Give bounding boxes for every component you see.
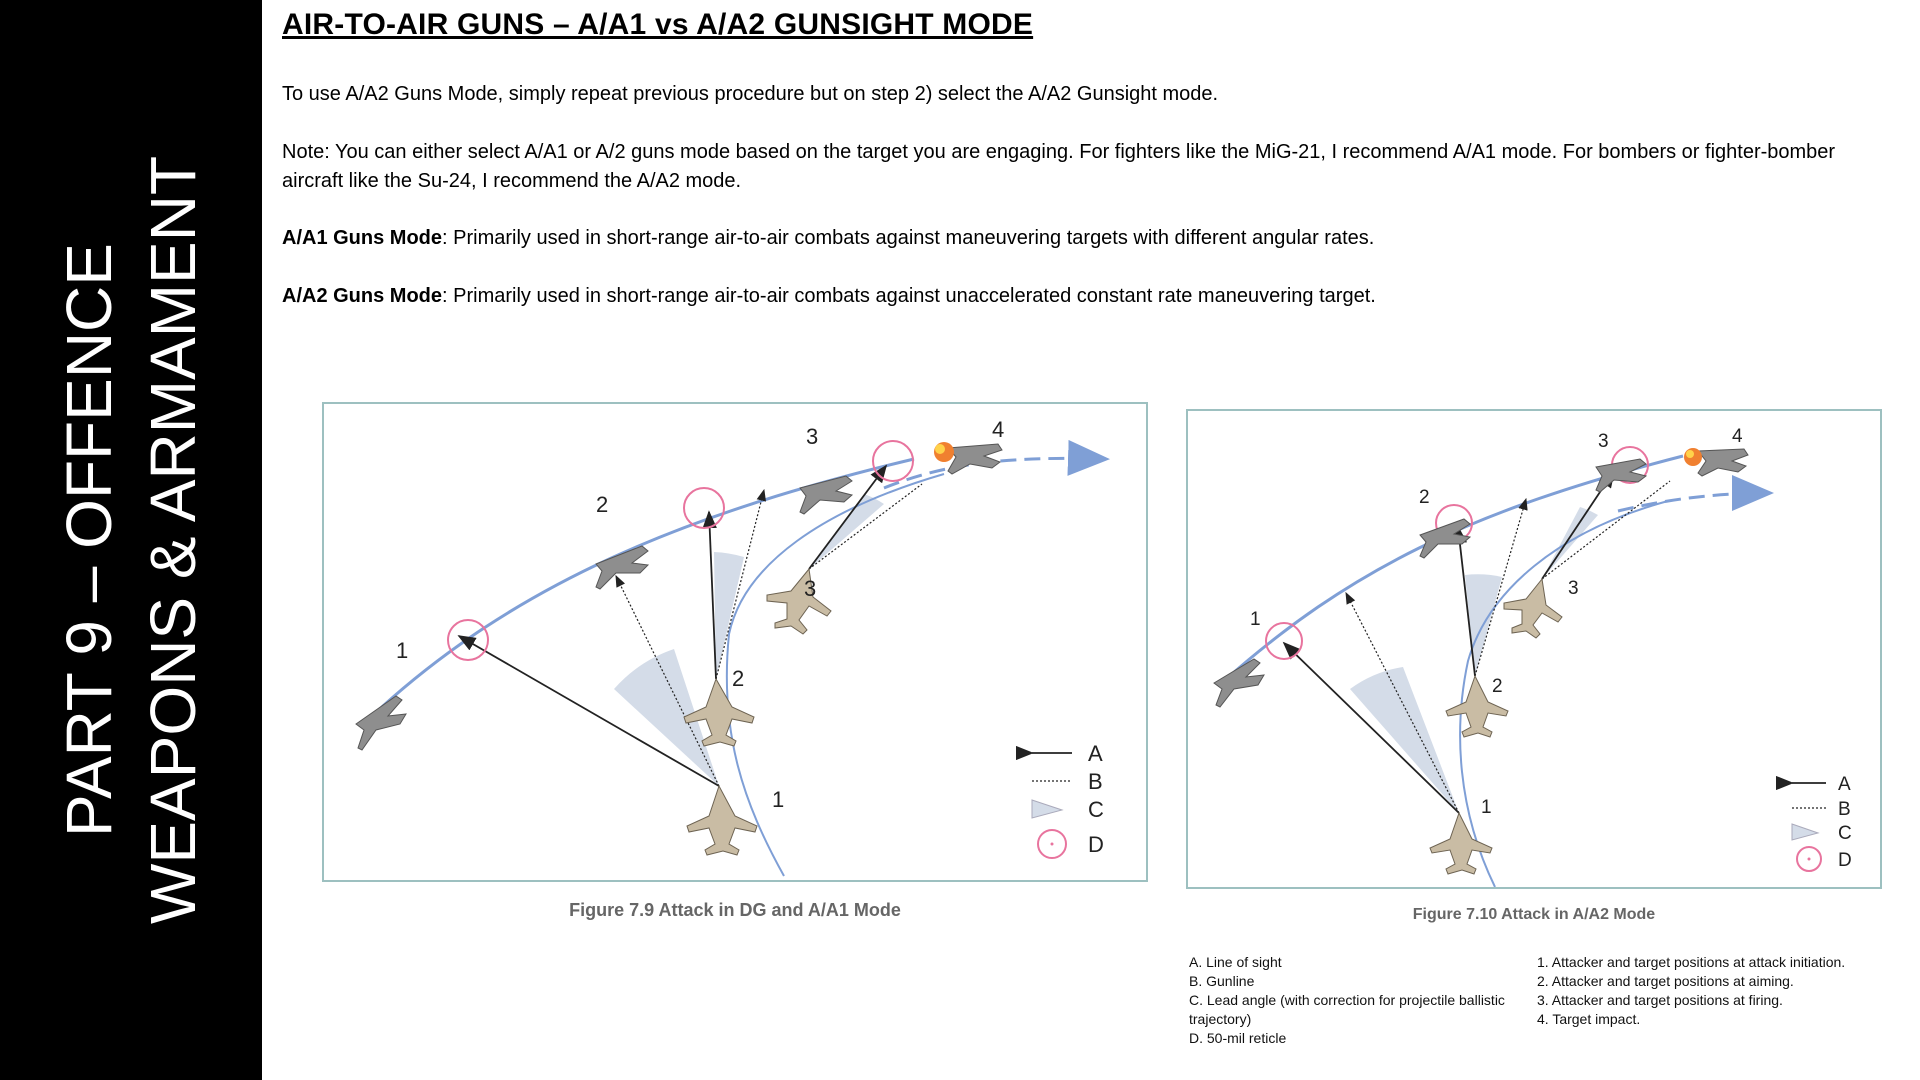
target-aircraft-icon — [1419, 518, 1472, 559]
reticle — [683, 487, 725, 529]
target-label: 2 — [1419, 487, 1430, 508]
target-label: 3 — [1598, 431, 1609, 452]
figure-7-10-legend: A B C D — [1775, 774, 1852, 872]
target-label: 4 — [992, 417, 1004, 442]
figure-7-9-caption: Figure 7.9 Attack in DG and A/A1 Mode — [569, 900, 901, 920]
lead-angle-wedge — [1542, 507, 1598, 579]
target-aircraft-icon — [595, 545, 650, 590]
attacker-label: 1 — [1481, 797, 1492, 818]
figure-7-10: 1 2 3 4 1 2 3 A B C D — [1186, 409, 1882, 889]
attacker-label: 3 — [1568, 578, 1579, 599]
aa2-paragraph: A/A2 Guns Mode: Primarily used in short-… — [282, 282, 1882, 311]
attacker-aircraft-icon — [766, 567, 832, 635]
legend-lead-angle-swatch — [1031, 799, 1064, 819]
target-aircraft-icon — [1595, 458, 1648, 493]
impact-explosion-icon — [1684, 448, 1702, 466]
gunline — [1541, 480, 1671, 580]
target-label: 4 — [1732, 426, 1743, 447]
attacker-flight-path — [1459, 500, 1669, 888]
attacker-flight-path — [725, 473, 945, 877]
target-aircraft-icon — [1696, 448, 1749, 477]
aa2-description: : Primarily used in short-range air-to-a… — [442, 285, 1376, 307]
attacker-aircraft-icon — [683, 677, 755, 747]
section-title-line2: WEAPONS & ARMAMENT — [137, 155, 209, 925]
lead-angle-wedge — [809, 494, 884, 569]
line-of-sight — [1452, 525, 1476, 677]
reticle — [872, 440, 914, 482]
legend-key-item: B. Gunline — [1189, 973, 1255, 989]
legend-key-item: D. 50-mil reticle — [1189, 1030, 1287, 1046]
target-flight-path — [1223, 454, 1684, 683]
gunline — [1345, 591, 1460, 814]
legend-key-item: 4. Target impact. — [1537, 1011, 1641, 1027]
target-label: 3 — [806, 424, 818, 449]
legend-key-item: 2. Attacker and target positions at aimi… — [1537, 973, 1794, 989]
aa1-description: : Primarily used in short-range air-to-a… — [442, 227, 1375, 249]
gunline — [1474, 497, 1528, 677]
legend-key-numbers: 1. Attacker and target positions at atta… — [1537, 953, 1877, 1029]
legend-label: D — [1088, 832, 1104, 857]
legend-label: D — [1838, 850, 1852, 871]
legend-label: C — [1838, 823, 1852, 844]
line-of-sight — [1282, 641, 1460, 814]
target-label: 2 — [596, 492, 608, 517]
figure-7-10-diagram: 1 2 3 4 1 2 3 A B C D — [1213, 426, 1852, 888]
legend-label: B — [1838, 799, 1851, 820]
aa2-term: A/A2 Guns Mode — [282, 285, 443, 307]
line-of-sight — [808, 464, 888, 570]
lead-angle-wedge — [614, 649, 719, 786]
aa1-paragraph: A/A1 Guns Mode: Primarily used in short-… — [282, 224, 1882, 253]
figure-7-9-legend: A B C D — [1015, 741, 1104, 859]
attacker-label: 3 — [804, 576, 816, 601]
legend-key-item: A. Line of sight — [1189, 954, 1282, 970]
reticle — [447, 619, 489, 661]
attacker-aircraft-icon — [1445, 674, 1509, 738]
projected-path — [1617, 475, 1774, 513]
attacker-label: 2 — [1492, 676, 1503, 697]
note-paragraph: Note: You can either select A/A1 or A/2 … — [282, 141, 1836, 192]
attacker-aircraft-icon — [1503, 577, 1563, 639]
legend-key-letters: A. Line of sight B. Gunline C. Lead angl… — [1189, 953, 1519, 1048]
legend-key-item: C. Lead angle (with correction for proje… — [1189, 992, 1509, 1027]
aa1-term: A/A1 Guns Mode — [282, 227, 443, 249]
section-title: PART 9 – OFFENCE WEAPONS & ARMAMENT — [47, 156, 215, 924]
legend-key-item: 1. Attacker and target positions at atta… — [1537, 954, 1846, 970]
target-label: 1 — [396, 638, 408, 663]
target-label: 1 — [1250, 609, 1261, 630]
gunline — [715, 488, 766, 680]
line-of-sight — [457, 635, 720, 787]
target-aircraft-icon — [946, 443, 1003, 475]
gunline — [615, 574, 720, 787]
lead-angle-wedge — [714, 552, 744, 679]
attacker-label: 2 — [732, 666, 744, 691]
target-aircraft-icon — [355, 695, 407, 751]
target-aircraft-icon — [1213, 658, 1265, 708]
gunline — [808, 483, 923, 570]
reticle — [1265, 622, 1303, 660]
target-aircraft-icon — [799, 475, 854, 515]
legend-label: A — [1838, 774, 1851, 795]
legend-label: C — [1088, 797, 1104, 822]
impact-explosion-icon — [934, 442, 954, 462]
legend-lead-angle-swatch — [1791, 823, 1820, 841]
sidebar: PART 9 – OFFENCE WEAPONS & ARMAMENT — [0, 0, 262, 1080]
intro-paragraph: To use A/A2 Guns Mode, simply repeat pre… — [282, 83, 1219, 105]
page-title: AIR-TO-AIR GUNS – A/A1 vs A/A2 GUNSIGHT … — [282, 8, 1034, 41]
figure-7-10-caption: Figure 7.10 Attack in A/A2 Mode — [1412, 906, 1656, 923]
legend-reticle-swatch — [1796, 846, 1822, 872]
legend-label: B — [1088, 769, 1103, 794]
legend-key-item: 3. Attacker and target positions at firi… — [1537, 992, 1783, 1008]
attacker-aircraft-icon — [686, 784, 758, 856]
figure-7-9: 1 2 3 4 1 2 3 A B C D — [322, 402, 1148, 882]
attacker-aircraft-icon — [1429, 811, 1493, 875]
section-title-line1: PART 9 – OFFENCE — [53, 243, 125, 837]
attacker-label: 1 — [772, 787, 784, 812]
figure-7-9-diagram: 1 2 3 4 1 2 3 A B C D — [355, 417, 1110, 877]
legend-label: A — [1088, 741, 1103, 766]
line-of-sight — [702, 510, 717, 680]
lead-angle-wedge — [1350, 667, 1459, 813]
legend-reticle-swatch — [1037, 829, 1067, 859]
